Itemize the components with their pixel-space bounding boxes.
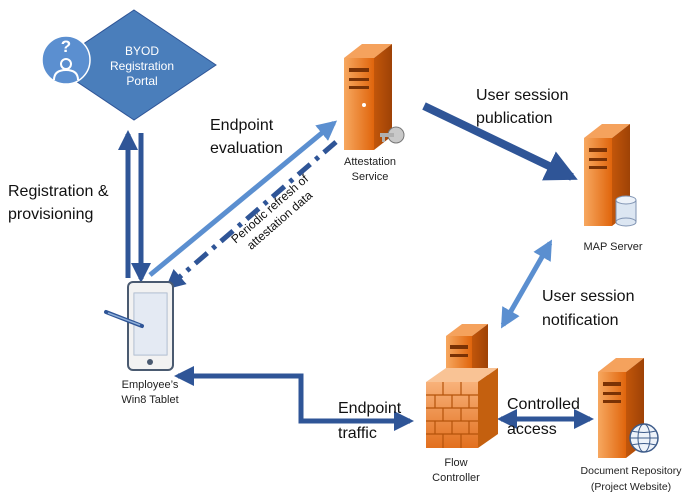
- firewall-icon: [426, 368, 498, 448]
- attestation-label-line-1: Attestation: [344, 156, 396, 168]
- session-publication-arrow: [422, 102, 578, 181]
- docrepo-label-line-1: Document Repository: [581, 465, 683, 477]
- employee-tablet: Employee’s Win8 Tablet: [104, 281, 179, 406]
- periodic-refresh-arrow: [164, 140, 338, 290]
- controlled-access-label-line-2: access: [507, 421, 557, 438]
- endpoint-evaluation-arrow: [148, 120, 338, 277]
- endpoint-traffic-label-line-1: Endpoint: [338, 400, 402, 417]
- attestation-server: Attestation Service: [344, 44, 405, 183]
- endpoint-traffic-arrow: [174, 366, 414, 431]
- flow-controller-label-line-2: Controller: [432, 472, 480, 484]
- flow-controller: Flow Controller: [426, 324, 498, 484]
- map-server-label: MAP Server: [583, 241, 642, 253]
- user-question-icon: ?: [41, 35, 91, 85]
- map-server: MAP Server: [583, 124, 643, 253]
- tablet-label-line-1: Employee’s: [122, 379, 179, 391]
- byod-registration-portal: ? BYOD Registration Portal: [41, 9, 217, 121]
- document-repository: Document Repository (Project Website): [581, 358, 683, 493]
- key-icon: [380, 126, 405, 144]
- portal-label-line-3: Portal: [126, 74, 157, 88]
- attestation-label-line-2: Service: [352, 171, 389, 183]
- portal-label-line-1: BYOD: [125, 44, 159, 58]
- session-publication-label-line-1: User session: [476, 87, 568, 104]
- globe-icon: [629, 423, 659, 453]
- session-notification-label-line-1: User session: [542, 288, 634, 305]
- controlled-access-label-line-1: Controlled: [507, 396, 580, 413]
- tablet-label-line-2: Win8 Tablet: [121, 394, 178, 406]
- docrepo-label-line-2: (Project Website): [591, 481, 671, 493]
- database-icon: [615, 195, 637, 227]
- endpoint-traffic-label-line-2: traffic: [338, 425, 377, 442]
- flow-controller-label-line-1: Flow: [444, 457, 467, 469]
- endpoint-evaluation-label-line-2: evaluation: [210, 140, 283, 157]
- registration-label-line-2: provisioning: [8, 206, 93, 223]
- registration-label-line-1: Registration &: [8, 183, 109, 200]
- endpoint-evaluation-label-line-1: Endpoint: [210, 117, 274, 134]
- session-notification-label-line-2: notification: [542, 312, 619, 329]
- portal-label-line-2: Registration: [110, 59, 174, 73]
- stylus-icon: [104, 310, 144, 328]
- session-publication-label-line-2: publication: [476, 110, 553, 127]
- svg-text:?: ?: [61, 37, 71, 56]
- session-notification-arrow: [500, 239, 553, 329]
